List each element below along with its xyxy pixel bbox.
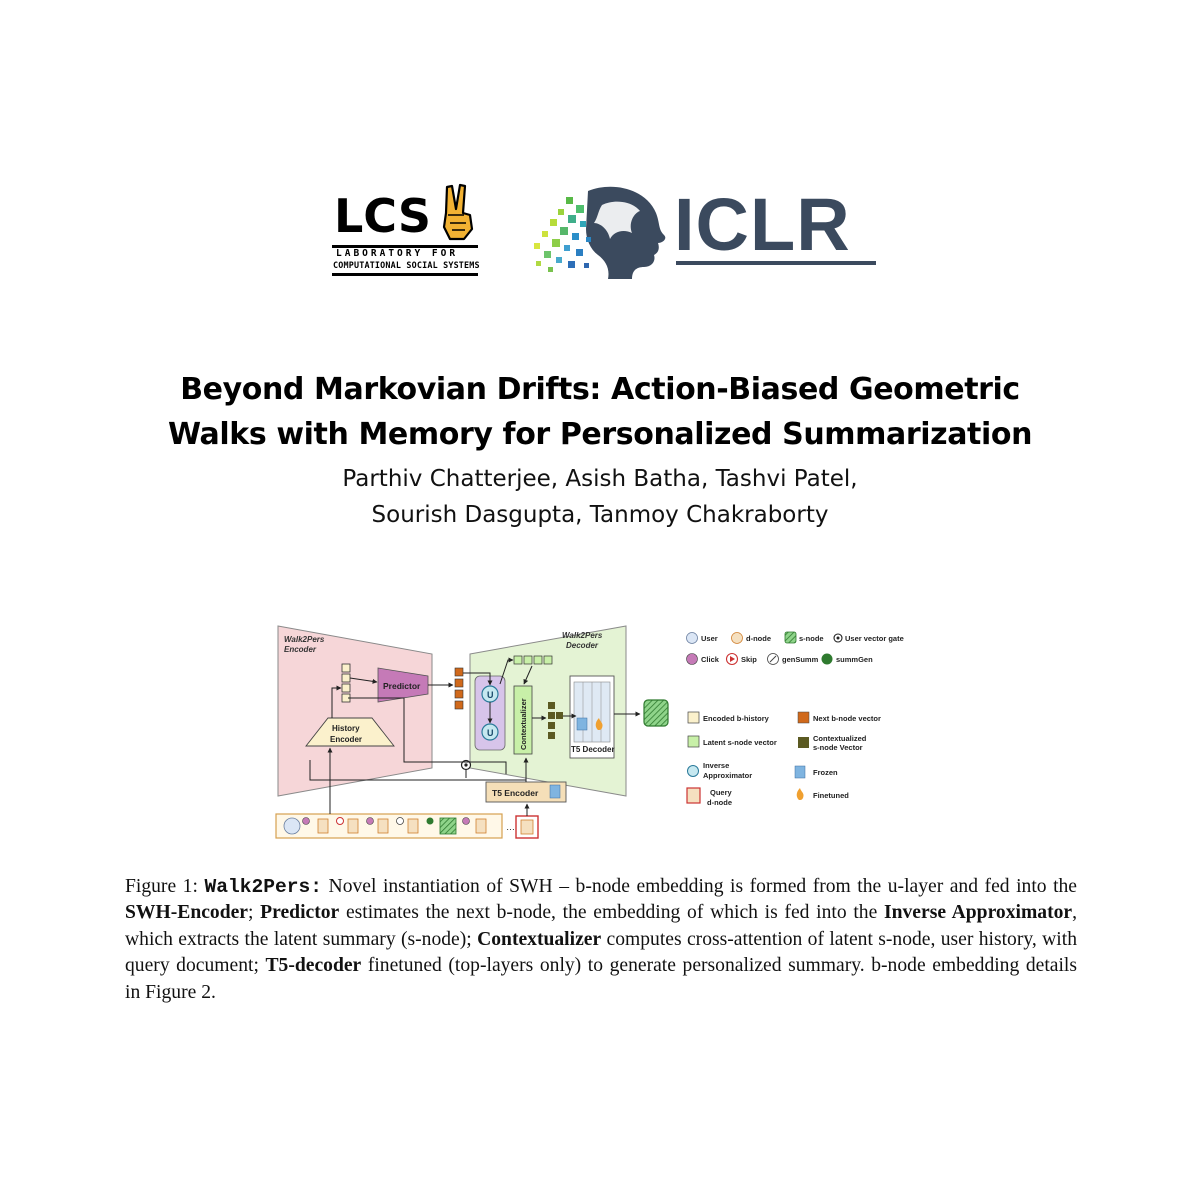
- caption-text-2: ;: [248, 902, 261, 924]
- legend-s-node: s-node: [799, 634, 824, 643]
- legend-contextualized-1: Contextualized: [813, 734, 867, 743]
- peace-hand-icon: [442, 183, 474, 241]
- walk-sequence-items: [283, 817, 487, 835]
- legend-user-icon: [686, 632, 698, 644]
- caption-text-6: finetuned (top-layers only) to generate …: [125, 955, 1077, 1003]
- legend-summgen: summGen: [836, 655, 873, 664]
- legend-frozen: Frozen: [813, 768, 838, 777]
- legend-user: User: [701, 634, 718, 643]
- iclr-pixels: [534, 197, 591, 272]
- caption-model-name: Walk2Pers:: [204, 876, 323, 898]
- caption-text-4: , which extracts the latent summary (s-n…: [125, 902, 1078, 950]
- caption-text-3: estimates the next b-node, the embedding…: [339, 902, 884, 924]
- legend-s-node-icon: [784, 631, 797, 644]
- lcs-rule-bottom: [332, 273, 478, 276]
- encoder-block: [277, 625, 433, 797]
- walk2pers-diagram: Walk2Pers Encoder Predictor History Enco…: [275, 625, 904, 839]
- caption-bold-t5-decoder: T5-decoder: [265, 955, 362, 977]
- encoder-label-2: Encoder: [284, 645, 317, 654]
- inverse-symbol-2: U: [487, 728, 494, 738]
- frozen-snowflake-icon: [576, 717, 588, 731]
- history-encoder-label-1: History: [332, 724, 360, 733]
- contextualizer-block: [513, 685, 533, 755]
- caption-text-1: Novel instantiation of SWH – b-node embe…: [322, 876, 1078, 897]
- paper-title: Beyond Markovian Drifts: Action-Biased G…: [0, 367, 1200, 457]
- contextualized-s-node-column: [548, 702, 563, 739]
- iclr-head-icon: [534, 186, 666, 279]
- legend-d-node-icon: [731, 632, 743, 644]
- output-s-node-icon: [643, 699, 669, 727]
- architecture-figure: Walk2Pers Encoder Predictor History Enco…: [270, 618, 930, 850]
- authors-line-1: Parthiv Chatterjee, Asish Batha, Tashvi …: [342, 466, 858, 492]
- caption-bold-swh-encoder: SWH-Encoder: [125, 902, 249, 924]
- legend-contextualized-2: s-node Vector: [813, 743, 863, 752]
- latent-s-node-row: [513, 655, 553, 665]
- inverse-approximator-node-2: [481, 723, 499, 741]
- t5-encoder-label: T5 Encoder: [492, 788, 539, 798]
- encoder-label-1: Walk2Pers: [284, 635, 325, 644]
- finetuned-flame-icon: [595, 718, 603, 730]
- legend-next-b-node-vector: Next b-node vector: [813, 714, 881, 723]
- predictor-label: Predictor: [383, 681, 421, 691]
- legend-next-b-swatch: [797, 711, 810, 724]
- legend-frozen-icon: [794, 765, 806, 779]
- legend-click: Click: [701, 655, 720, 664]
- title-line-1: Beyond Markovian Drifts: Action-Biased G…: [180, 372, 1020, 407]
- lcs-acronym: LCS: [334, 189, 432, 243]
- contextualizer-label: Contextualizer: [519, 698, 528, 750]
- caption-bold-predictor: Predictor: [260, 902, 340, 924]
- caption-bold-inverse-approximator: Inverse Approximator: [883, 902, 1073, 924]
- iclr-underline: [676, 261, 876, 265]
- legend-skip: Skip: [741, 655, 757, 664]
- legend-encoded-b-history: Encoded b-history: [703, 714, 770, 723]
- history-encoder-label-2: Encoder: [330, 735, 362, 744]
- author-list: Parthiv Chatterjee, Asish Batha, Tashvi …: [0, 461, 1200, 533]
- legend-finetuned: Finetuned: [813, 791, 849, 800]
- lcs-logo: LCS LABORATORY FOR COMPUTATIONAL SOCIAL …: [330, 183, 480, 281]
- logo-row: LCS LABORATORY FOR COMPUTATIONAL SOCIAL …: [0, 183, 1200, 283]
- legend-contextualized-swatch: [798, 737, 809, 748]
- caption-fig-label: Figure 1:: [125, 876, 198, 897]
- legend-history-swatch: [687, 711, 700, 724]
- decoder-label-2: Decoder: [566, 641, 599, 650]
- walk-ellipsis: …: [506, 822, 515, 832]
- t5-decoder-label: T5 Decoder: [571, 745, 615, 754]
- legend-latent-s-node-vector: Latent s-node vector: [703, 738, 777, 747]
- caption-bold-contextualizer: Contextualizer: [477, 928, 602, 950]
- legend-latent-swatch: [687, 735, 700, 748]
- t5-encoder-frozen-icon: [549, 784, 561, 799]
- title-line-2: Walks with Memory for Personalized Summa…: [167, 417, 1033, 452]
- legend-finetuned-icon: [796, 788, 804, 800]
- inverse-symbol-1: U: [487, 690, 494, 700]
- legend-query-1: Query: [710, 788, 733, 797]
- legend: User d-node s-node User vector gate Clic…: [686, 631, 904, 807]
- lcs-subtitle-1: LABORATORY FOR: [336, 248, 459, 259]
- iclr-wordmark: ICLR: [674, 183, 851, 266]
- legend-summgen-icon: [821, 653, 833, 665]
- legend-inverse-2: Approximator: [703, 771, 752, 780]
- decoder-label-1: Walk2Pers: [562, 631, 603, 640]
- lcs-rule-top: [332, 245, 478, 248]
- legend-query-icon: [686, 787, 701, 804]
- legend-query-2: d-node: [707, 798, 732, 807]
- authors-line-2: Sourish Dasgupta, Tanmoy Chakraborty: [371, 502, 829, 528]
- history-encoder-block: [305, 717, 395, 747]
- figure-caption: Figure 1: Walk2Pers: Novel instantiation…: [125, 874, 1077, 1006]
- next-b-node-column: [454, 667, 464, 710]
- caption-text-5: computes cross-attention of latent s-nod…: [125, 928, 1077, 977]
- legend-inverse-icon: [687, 765, 699, 777]
- legend-d-node: d-node: [746, 634, 771, 643]
- walk-sequence-bar: [275, 813, 503, 839]
- lcs-subtitle-2: COMPUTATIONAL SOCIAL SYSTEMS: [333, 260, 480, 270]
- legend-user-vector-gate: User vector gate: [845, 634, 904, 643]
- legend-gensumm: genSumm: [782, 655, 819, 664]
- legend-click-icon: [686, 653, 698, 665]
- legend-inverse-1: Inverse: [703, 761, 729, 770]
- predictor-block: [377, 667, 429, 703]
